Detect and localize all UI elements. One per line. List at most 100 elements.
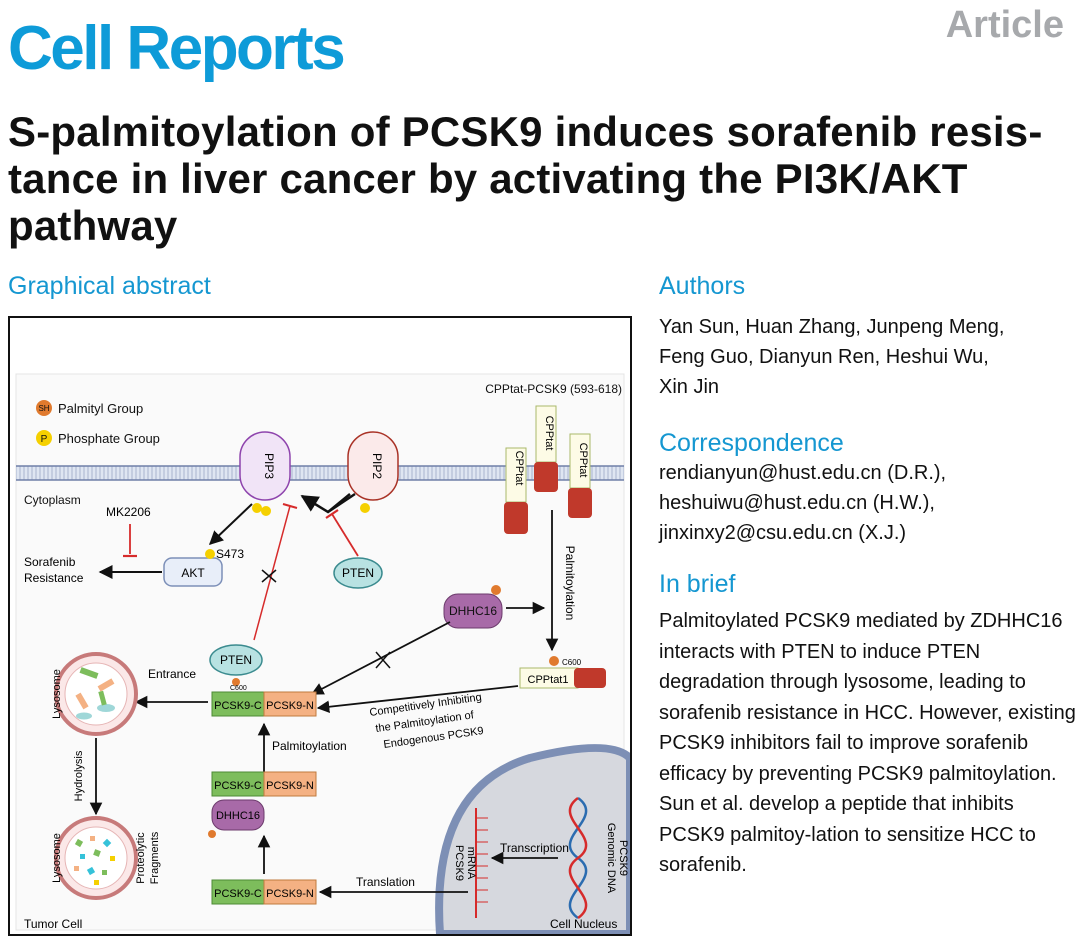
email-link[interactable]: jinxinxy2@csu.edu.cn (X.J.) (659, 522, 907, 544)
translation-label: Translation (356, 875, 415, 889)
dhhc16-shape (443, 593, 503, 629)
tumor-cell-label: Tumor Cell (24, 917, 82, 931)
pcsk9-c-shape (211, 879, 265, 905)
palmityl-dot (549, 656, 559, 666)
s473-label: S473 (216, 547, 244, 561)
blocked-mark (375, 651, 391, 669)
authors-heading: Authors (659, 272, 746, 300)
pcsk9-n-label: PCSK9-N (266, 700, 314, 712)
c600-label: C600 (562, 658, 582, 667)
peptide-label: CPPtat-PCSK9 (593-618) (485, 382, 622, 396)
title-line: pathway (8, 202, 178, 249)
pten-label: PTEN (342, 566, 374, 580)
phosphate-dot (252, 503, 262, 513)
dhhc16-shape (211, 799, 265, 831)
palmitoylation-label: Palmitoylation (272, 739, 347, 753)
mrna-strand (475, 808, 488, 918)
email-link[interactable]: heshuiwu@hust.edu.cn (H.W.), (659, 492, 935, 514)
graphical-abstract-frame: SH Palmityl Group P Phosphate Group CPPt… (8, 316, 634, 938)
dna-helix (568, 796, 588, 920)
email-link[interactable]: rendianyun@hust.edu.cn (D.R.), (659, 462, 947, 484)
pcsk9-n-label: PCSK9-N (266, 888, 314, 900)
cpptat-label: CPPtat (513, 451, 525, 486)
mk2206-label: MK2206 (106, 505, 151, 519)
pten-shape (209, 644, 263, 676)
title-line: S-palmitoylation of PCSK9 induces sorafe… (8, 108, 1043, 155)
correspondence-heading: Correspondence (659, 429, 844, 457)
pcsk9-c-label: PCSK9-C (214, 780, 262, 792)
pcsk9-c-label: PCSK9-C (214, 888, 262, 900)
author-line: Feng Guo, Dianyun Ren, Heshui Wu, (659, 346, 989, 368)
sorafenib-label: Sorafenib (24, 555, 76, 569)
mrna-label: mRNA (465, 847, 477, 880)
phosphate-dot (205, 549, 215, 559)
cpptat-label: CPPtat (577, 443, 589, 478)
pten-inhibit-line (331, 513, 359, 557)
pcsk9-n-shape (263, 879, 317, 905)
palmityl-dot (491, 585, 501, 595)
article-type-label: Article (945, 4, 1064, 46)
pcsk9-c-label: PCSK9-C (214, 700, 262, 712)
fragments-label: Fragments (149, 831, 161, 884)
lysosome-label: Lysosome (51, 833, 63, 883)
resistance-label: Resistance (24, 571, 84, 585)
legend-sh: SH (38, 404, 49, 413)
pip3-label: PIP3 (262, 453, 276, 479)
palmityl-dot (208, 830, 216, 838)
c600-label: C600 (230, 685, 247, 692)
legend-phosphate-label: Phosphate Group (58, 431, 160, 446)
author-line: Yan Sun, Huan Zhang, Junpeng Meng, (659, 316, 1005, 338)
pcsk9-n-shape (263, 771, 317, 797)
cpptat-label: CPPtat (543, 416, 555, 451)
proteolytic-label: Proteolytic (135, 832, 147, 884)
dhhc16-lower-label: DHHC16 (216, 810, 260, 822)
cell-nucleus (435, 744, 634, 938)
legend-p: P (41, 434, 48, 445)
pcsk9-c-shape (211, 771, 265, 797)
blocked-mark (261, 569, 277, 583)
graphical-abstract-diagram: SH Palmityl Group P Phosphate Group CPPt… (15, 373, 634, 938)
pip2-shape (347, 431, 399, 501)
entrance-label: Entrance (148, 667, 196, 681)
in-brief-heading: In brief (659, 570, 736, 598)
akt-shape (163, 557, 223, 587)
pip2-label: PIP2 (370, 453, 384, 479)
lysosome-contents (75, 667, 115, 720)
article-title: S-palmitoylation of PCSK9 induces sorafe… (8, 108, 1068, 249)
palmityl-dot (232, 678, 240, 686)
cell-nucleus-label: Cell Nucleus (550, 917, 617, 931)
graphical-abstract-heading: Graphical abstract (8, 272, 211, 300)
journal-name: Cell Reports (8, 14, 346, 83)
cpptat-block (568, 488, 592, 518)
cpptat-block (504, 502, 528, 534)
phosphate-dot (261, 506, 271, 516)
akt-label: AKT (181, 566, 205, 580)
pten-shape (333, 557, 383, 589)
authors-list: Yan Sun, Huan Zhang, Junpeng Meng, Feng … (659, 312, 1004, 402)
cpptat-block (534, 462, 558, 492)
pten-complex-label: PTEN (220, 653, 252, 667)
genomic-pcsk9-label: PCSK9 (617, 840, 629, 876)
in-brief-text: Palmitoylated PCSK9 mediated by ZDHHC16 … (659, 610, 1076, 876)
hydrolysis-label: Hydrolysis (73, 750, 85, 801)
pcsk9-n-shape (263, 691, 317, 717)
palmitoylation-vertical-label: Palmitoylation (563, 546, 577, 621)
author-line: Xin Jin (659, 376, 720, 398)
palmityl-group-icon (36, 400, 52, 416)
phosphate-group-icon (36, 430, 52, 446)
lysosome-label: Lysosome (51, 669, 63, 719)
cell-membrane (16, 466, 624, 480)
pcsk9-n-label: PCSK9-N (266, 780, 314, 792)
title-line: tance in liver cancer by activating the … (8, 155, 968, 202)
cpptat1-block (574, 668, 606, 688)
legend-palmityl-label: Palmityl Group (58, 401, 143, 416)
competitive-inhibit-arrow (316, 685, 519, 714)
dhhc16-label: DHHC16 (449, 604, 497, 618)
genomic-dna-label: Genomic DNA (605, 823, 617, 894)
transcription-label: Transcription (500, 841, 569, 855)
pip3-to-akt-arrow (208, 503, 253, 545)
cpptat1-label: CPPtat1 (528, 674, 569, 686)
phosphate-dot (360, 503, 370, 513)
cytoplasm-label: Cytoplasm (24, 493, 81, 507)
pcsk9-mrna-label: PCSK9 (453, 845, 465, 881)
